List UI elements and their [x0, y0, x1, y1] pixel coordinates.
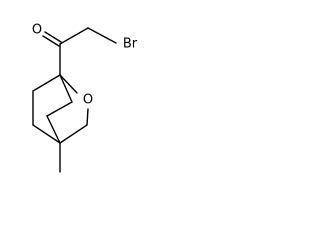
bond-carbonyl-double-2: [44, 31, 62, 43]
bond-o-ring-ch2: [86, 108, 89, 126]
bond-carbonyl-double-1: [42, 35, 60, 47]
bond-c1-bridge: [59, 74, 73, 103]
molecule-structure: O Br O: [32, 23, 138, 173]
atom-label-bromine: Br: [123, 37, 138, 52]
bond-bridge-mid: [46, 101, 73, 117]
bond-left-c4: [32, 124, 61, 144]
bond-bridge-c4: [46, 115, 61, 144]
bond-ch2-br: [87, 27, 117, 44]
bond-carbonyl-ch2: [59, 27, 89, 45]
atom-label-carbonyl-oxygen: O: [32, 23, 42, 38]
bond-c1-left: [32, 74, 61, 92]
atom-label-ring-oxygen: O: [83, 93, 93, 108]
bond-c1-o-ring: [59, 74, 78, 94]
bond-ch2-c4: [59, 124, 88, 144]
